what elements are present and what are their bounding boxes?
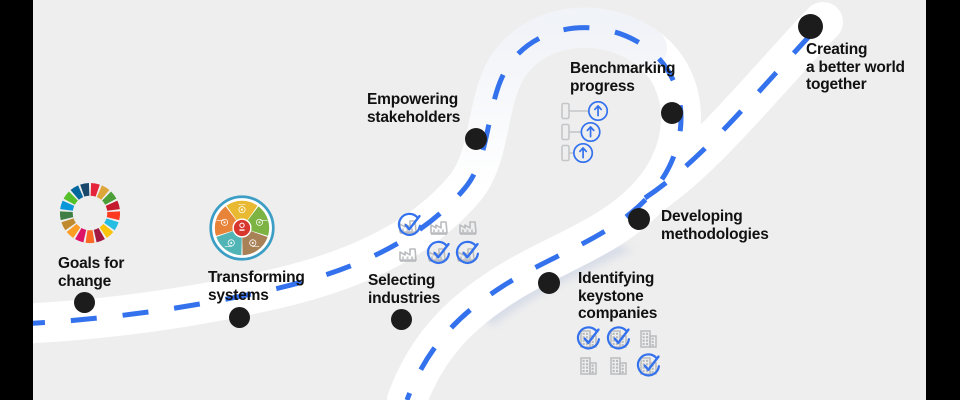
stage-node-goals-for-change[interactable] (74, 292, 95, 313)
letterbox-bar-left (0, 0, 33, 400)
factory-icon-3 (459, 221, 477, 235)
factory-icon-4 (399, 248, 417, 262)
stage-label-identifying-keystone: Identifying keystone companies (578, 270, 658, 322)
stage-node-benchmarking-progress[interactable] (661, 102, 683, 124)
letterbox-bar-right (926, 0, 960, 400)
progress-bar-arrow-icon-cluster (561, 101, 609, 163)
stage-node-identifying-keystone[interactable] (538, 272, 560, 294)
journey-road (33, 2, 843, 400)
factory-checklist-icon-cluster (395, 212, 479, 268)
stage-node-empowering-stakeholders[interactable] (465, 128, 487, 150)
stage-node-developing-methodologies[interactable] (628, 208, 650, 230)
transforming-systems-donut-icon (209, 195, 275, 261)
building-icon-2 (606, 326, 630, 350)
stage-label-empowering-stakeholders: Empowering stakeholders (367, 91, 461, 126)
stage-label-creating-better-world: Creating a better world together (806, 41, 905, 93)
sdg-colour-wheel-icon (59, 182, 121, 244)
stage-node-transforming-systems[interactable] (229, 307, 250, 328)
building-icon-5 (610, 357, 627, 375)
building-icon-1 (576, 326, 600, 350)
building-icon-6 (636, 353, 660, 377)
road-sheen (445, 7, 667, 208)
stage-label-developing-methodologies: Developing methodologies (661, 208, 769, 243)
stage-label-transforming-systems: Transforming systems (208, 269, 305, 304)
factory-icon-6 (455, 240, 479, 264)
factory-icon-5 (426, 240, 450, 264)
stage-label-goals-for-change: Goals for change (58, 255, 125, 290)
factory-icon-2 (430, 221, 448, 235)
stage-label-benchmarking-progress: Benchmarking progress (570, 60, 676, 95)
building-checklist-icon-cluster (574, 325, 664, 381)
factory-icon-1 (397, 212, 421, 236)
building-icon-3 (640, 330, 657, 348)
stage-node-selecting-industries[interactable] (391, 309, 412, 330)
stage-node-creating-better-world[interactable] (798, 14, 823, 39)
road-dashed-line-exit (643, 20, 825, 201)
building-icon-4 (580, 357, 597, 375)
stage-label-selecting-industries: Selecting industries (368, 272, 441, 307)
infographic-canvas: Goals for change Transforming systems Se… (33, 0, 926, 400)
road-dashed-line (33, 25, 684, 400)
